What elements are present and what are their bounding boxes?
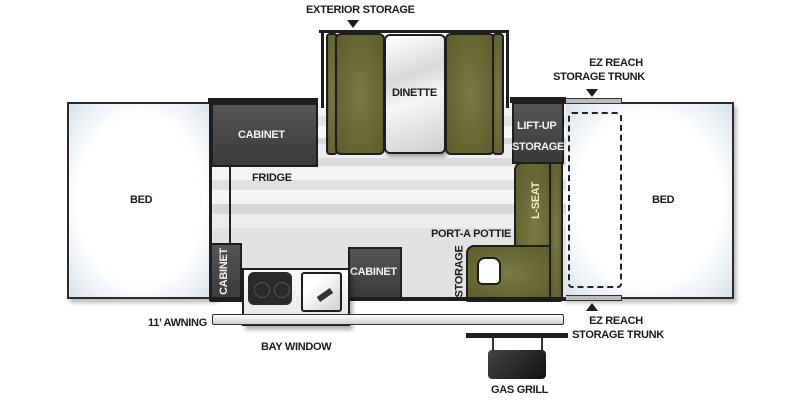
bed-left-label: BED xyxy=(130,194,153,206)
ez-reach-top-label-1: EZ REACH xyxy=(589,57,643,69)
top-wall-left xyxy=(208,98,318,104)
grill-leg-right xyxy=(541,338,543,350)
ez-reach-top-label-2: STORAGE TRUNK xyxy=(553,71,645,83)
l-seat-backrest xyxy=(549,162,563,302)
slideout-top-wall xyxy=(319,30,509,33)
top-wall-right xyxy=(510,97,566,103)
port-a-pottie-label: PORT-A POTTIE xyxy=(431,228,512,240)
cabinet-top-label: CABINET xyxy=(238,129,285,141)
cabinet-vertical xyxy=(210,243,242,302)
port-a-pottie-icon xyxy=(477,257,501,285)
cabinet-vertical-label: CABINET xyxy=(217,248,230,295)
exterior-storage-label: EXTERIOR STORAGE xyxy=(306,4,415,16)
bed-right xyxy=(562,102,734,299)
ez-reach-top-arrow-icon xyxy=(586,89,598,97)
trunk-top-edge xyxy=(565,98,622,104)
bay-window-label: BAY WINDOW xyxy=(261,341,332,353)
bed-left xyxy=(67,102,215,299)
trunk-bottom-edge xyxy=(565,295,622,301)
awning-label: 11’ AWNING xyxy=(148,317,207,329)
awning xyxy=(212,314,564,325)
dinette-seat-right-back xyxy=(492,33,504,155)
l-seat-label: L-SEAT xyxy=(530,181,543,220)
dinette-seat-left xyxy=(335,33,385,155)
burner-left-icon xyxy=(254,282,270,298)
dinette-label: DINETTE xyxy=(392,87,437,99)
gas-grill xyxy=(488,350,546,379)
lift-up-storage-label-1: LIFT-UP xyxy=(517,120,557,132)
lift-up-storage-label-2: STORAGE xyxy=(512,141,565,153)
exterior-storage-arrow-icon xyxy=(347,20,359,28)
slideout-right-wall xyxy=(506,30,509,108)
left-wall xyxy=(209,100,212,300)
slideout-left-wall xyxy=(321,30,324,108)
cabinet-bottom-label: CABINET xyxy=(350,266,397,278)
grill-leg-left xyxy=(492,338,494,350)
cabinet-top xyxy=(211,103,318,167)
bottom-wall xyxy=(209,297,566,301)
ez-reach-storage-trunk xyxy=(568,112,622,288)
gas-grill-label: GAS GRILL xyxy=(491,384,549,396)
bed-right-label: BED xyxy=(652,194,675,206)
fridge-outline xyxy=(229,165,231,245)
grill-mount-bar xyxy=(466,333,568,338)
ez-reach-bottom-label-2: STORAGE TRUNK xyxy=(572,329,664,341)
lift-up-storage xyxy=(512,102,564,164)
storage-vertical-label: STORAGE xyxy=(453,245,466,298)
ez-reach-bottom-label-1: EZ REACH xyxy=(589,315,643,327)
sink-icon xyxy=(301,272,342,312)
dinette-table xyxy=(384,34,446,154)
dinette-seat-right xyxy=(445,33,495,155)
ez-reach-bottom-arrow-icon xyxy=(586,303,598,311)
burner-right-icon xyxy=(274,282,290,298)
fridge-label: FRIDGE xyxy=(252,172,292,184)
